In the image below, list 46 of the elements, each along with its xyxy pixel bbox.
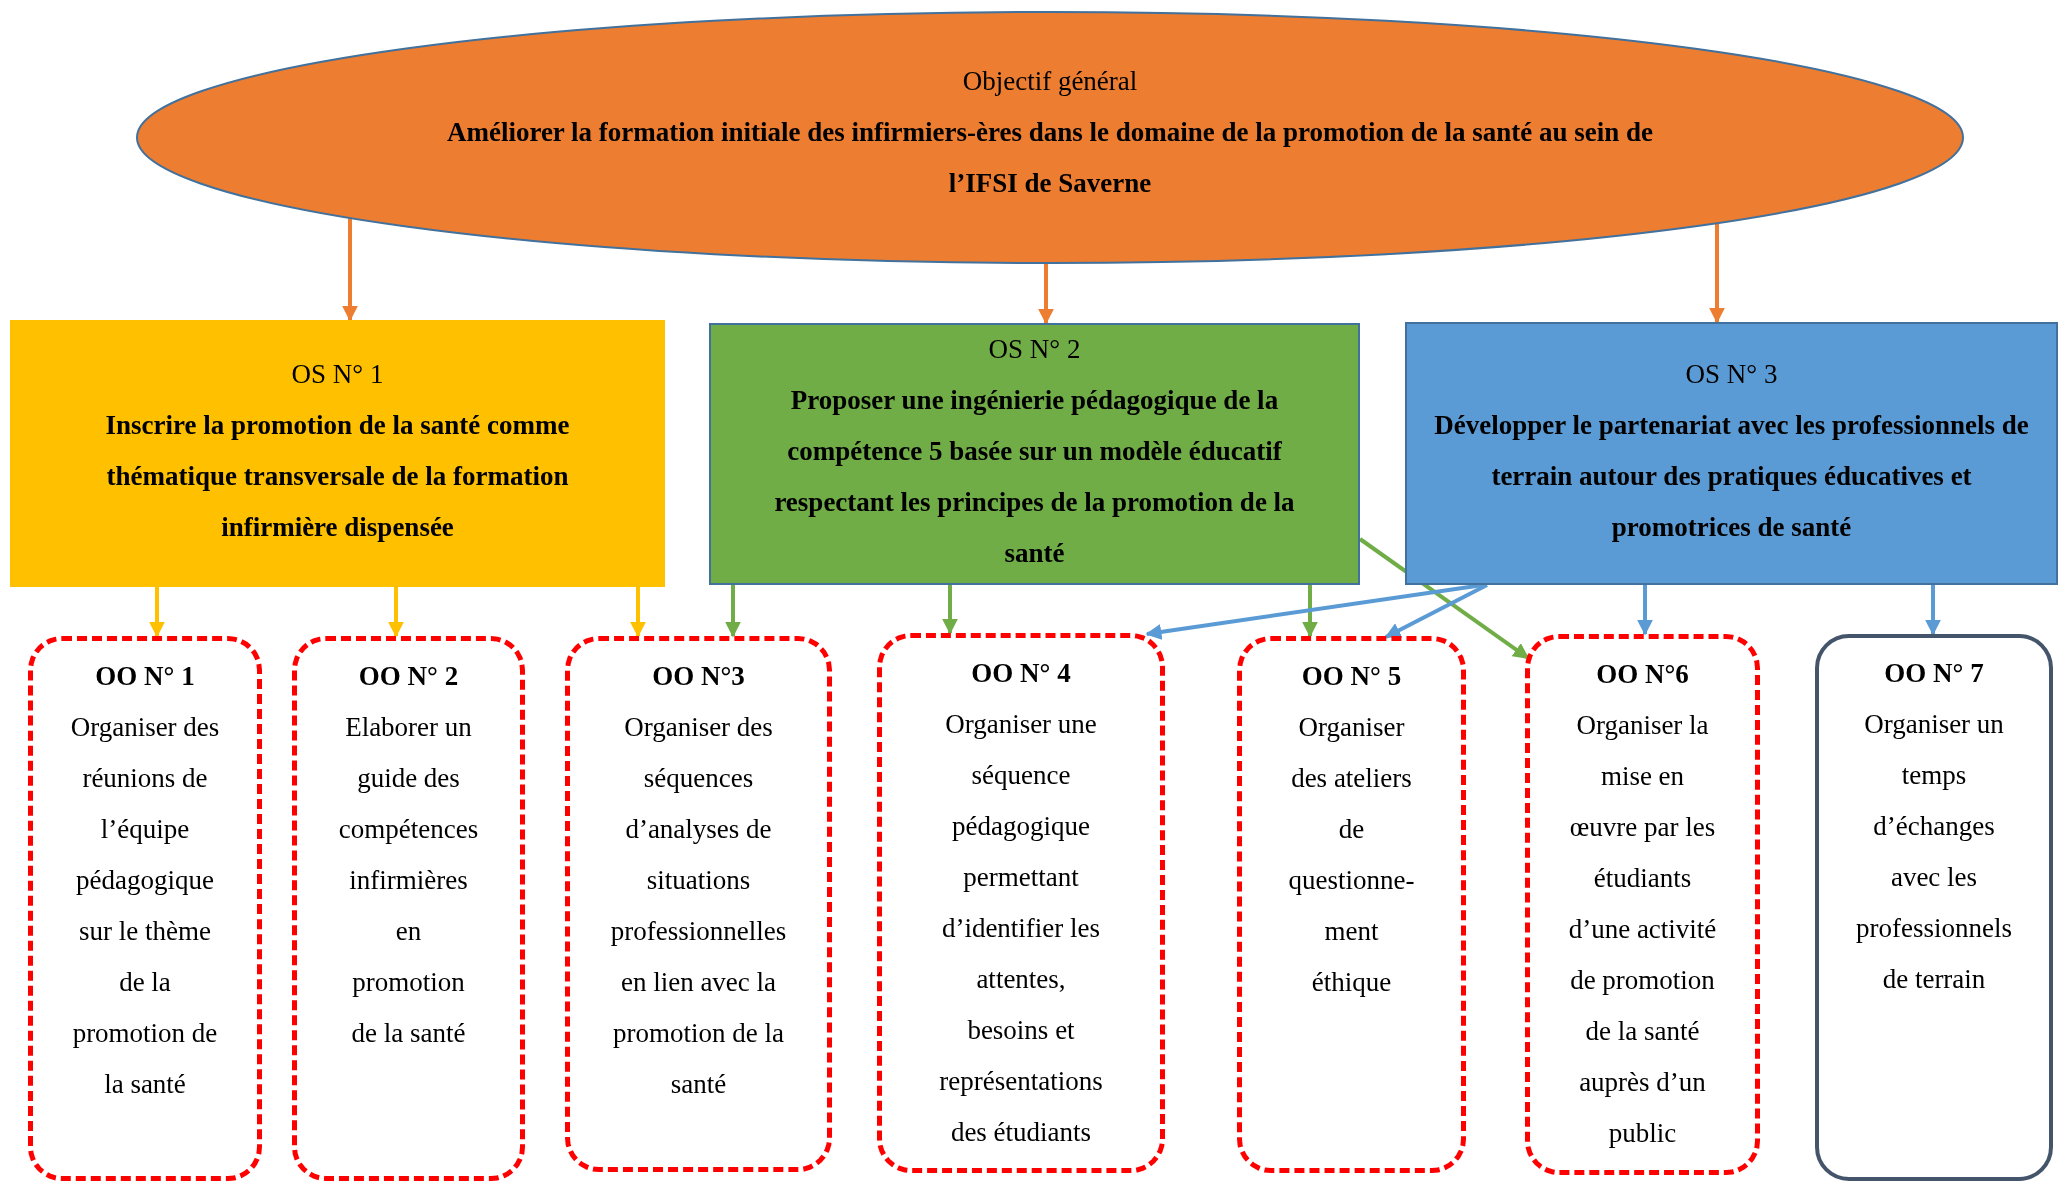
- objective-text: Organiser des ateliers de questionne- ment éthique: [1287, 711, 1416, 999]
- heading: OS N° 3: [1685, 357, 1778, 391]
- objective-text: Améliorer la formation initiale des infirmiers-ères dans le domaine de la promotion de la santé au sein de l’IFSI de Saverne: [445, 116, 1655, 200]
- operational-objective-box: [1525, 634, 1760, 1175]
- heading: OO N° 1: [95, 660, 195, 693]
- heading: OO N° 2: [358, 660, 459, 693]
- operational-objective-box: [877, 633, 1165, 1173]
- heading: OO N° 4: [971, 657, 1071, 690]
- objective-box: [1405, 322, 2058, 585]
- arrow: [630, 587, 646, 638]
- operational-objective-box: [28, 636, 262, 1181]
- heading: OO N°6: [1596, 658, 1689, 691]
- objective-text: Développer le partenariat avec les professionnels de terrain autour des pratiques éducatives et promotrices de santé: [1433, 408, 2030, 544]
- operational-objective-box: [565, 636, 832, 1172]
- arrow: [725, 585, 741, 638]
- arrow: [1384, 583, 1488, 639]
- heading: Objectif général: [962, 65, 1138, 98]
- arrow: [149, 587, 165, 638]
- arrow: [388, 587, 404, 638]
- arrow: [1302, 585, 1318, 638]
- arrow: [1145, 583, 1484, 640]
- objective-box: [10, 320, 665, 587]
- objective-text: Inscrire la promotion de la santé comme thématique transversale de la formation infirmière dispensée: [104, 408, 571, 544]
- objective-text: Elaborer un guide des compétences infirmières en promotion de la santé: [338, 711, 479, 1050]
- arrow: [942, 585, 958, 635]
- heading: OS N° 2: [988, 332, 1081, 366]
- objective-text: Organiser des séquences d’analyses de situations professionnelles en lien avec la promotion de la santé: [609, 711, 788, 1101]
- objective-text: Organiser une séquence pédagogique permettant d’identifier les attentes, besoins et représentations des étudiants: [938, 708, 1104, 1149]
- operational-objective-box: [1237, 636, 1466, 1173]
- arrow: [1038, 264, 1054, 325]
- arrow: [1637, 585, 1653, 636]
- operational-objective-box: [1815, 634, 2053, 1181]
- arrow: [1925, 585, 1941, 636]
- heading: OO N° 5: [1301, 660, 1402, 693]
- heading: OO N° 7: [1884, 657, 1984, 690]
- heading: OO N°3: [652, 660, 745, 693]
- objective-text: Organiser la mise en œuvre par les étudiants d’une activité de promotion de la santé auprès d’un public: [1567, 709, 1718, 1150]
- goal-ellipse: [135, 10, 1965, 265]
- arrow: [342, 218, 358, 322]
- objective-text: Organiser un temps d’échanges avec les professionnels de terrain: [1856, 708, 2012, 996]
- objective-text: Proposer une ingénierie pédagogique de la compétence 5 basée sur un modèle éducatif respectant les principes de la promotion de la santé: [773, 383, 1296, 570]
- heading: OS N° 1: [291, 357, 384, 391]
- objective-box: [709, 323, 1360, 585]
- arrow: [1709, 223, 1725, 324]
- operational-objective-box: [292, 636, 525, 1181]
- objective-text: Organiser des réunions de l’équipe pédagogique sur le thème de la promotion de la santé: [69, 711, 221, 1101]
